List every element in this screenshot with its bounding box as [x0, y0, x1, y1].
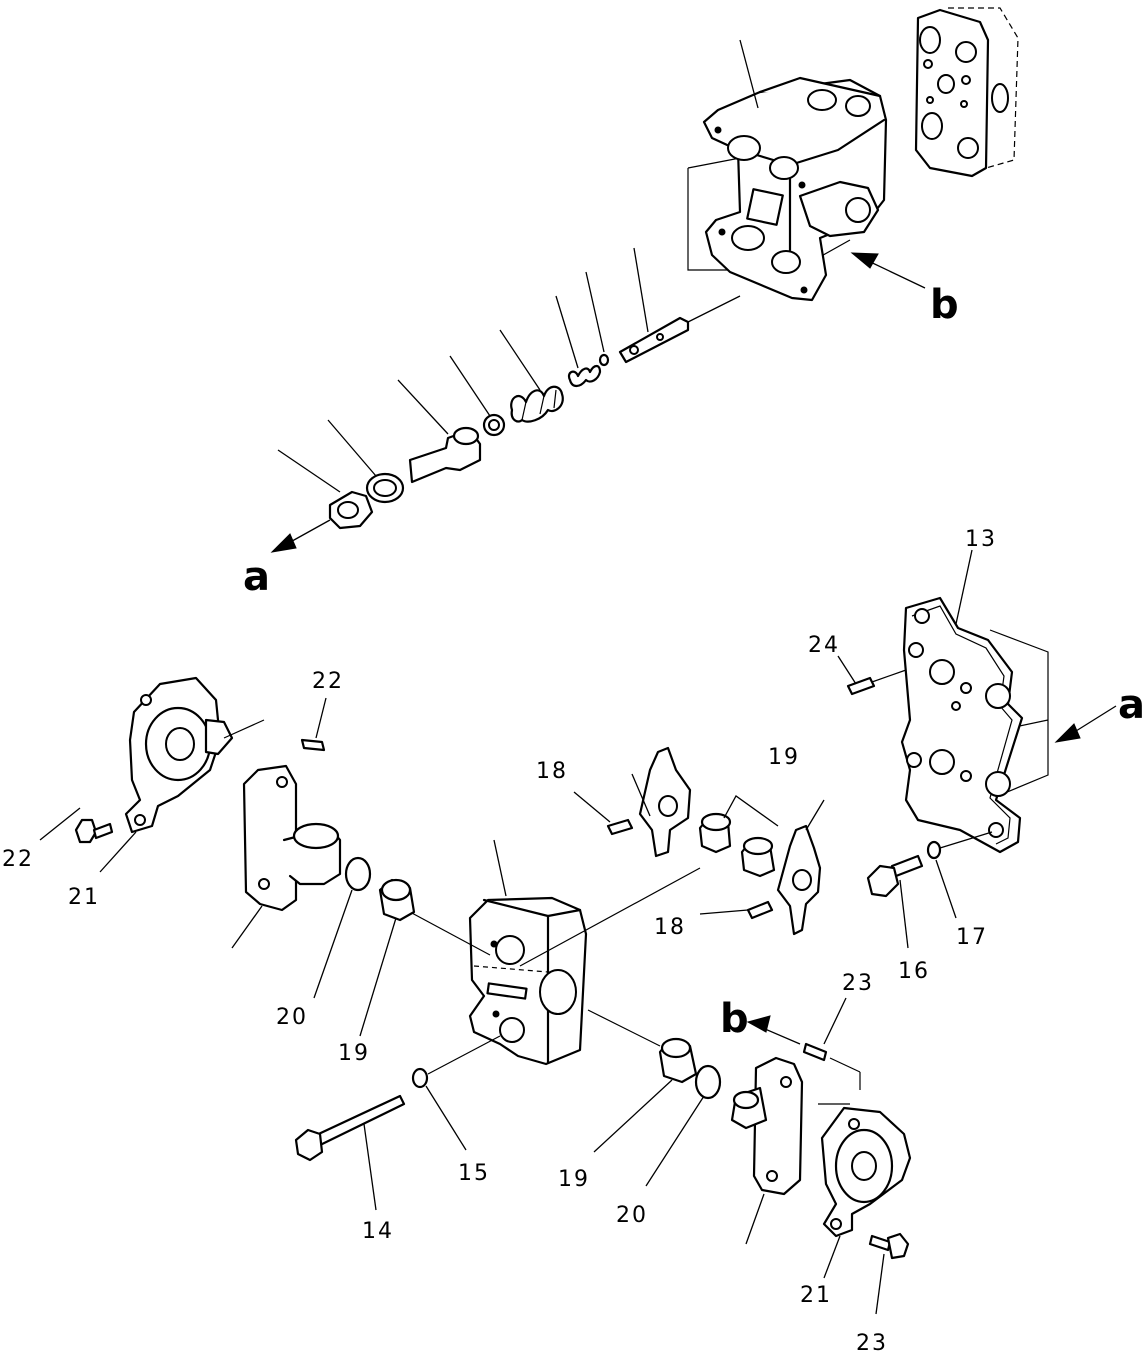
pin-23-left: 22: [300, 669, 344, 752]
pin-18-upper: 18: [536, 759, 634, 836]
callout-21-left: 21: [68, 885, 100, 910]
reference-label-a-right: a: [1118, 682, 1143, 728]
o-ring-20-left: 20: [276, 856, 372, 1030]
bushing-pair-19: 19: [698, 745, 800, 878]
callout-23-left: 22: [312, 669, 344, 694]
reference-label-b-top: b: [930, 282, 959, 328]
o-ring-20-lower: 20: [616, 1064, 722, 1228]
callout-22-right: 23: [856, 1331, 888, 1356]
reference-label-a-left: a: [243, 554, 270, 600]
callout-19-left: 19: [338, 1041, 370, 1066]
valve-body: [687, 76, 888, 302]
pin-23-lower: 23: [802, 971, 874, 1090]
bushing-19-lower: 19: [558, 1037, 698, 1192]
callout-13: 13: [965, 527, 997, 552]
callout-20-lower: 20: [616, 1203, 648, 1228]
flange-21-left: [124, 676, 265, 834]
callout-23-lower: 23: [842, 971, 874, 996]
bolt-22-right: 23: [856, 1232, 910, 1356]
plate-13: 13: [900, 527, 1049, 854]
bolt-16: 16: [866, 854, 930, 984]
reference-arrow-b-top: b: [850, 252, 959, 328]
reference-label-b-bottom: b: [720, 996, 749, 1042]
flange-21-right: 21: [800, 1103, 912, 1308]
washer-15: 15: [411, 1067, 490, 1186]
callout-19-upper: 19: [768, 745, 800, 770]
callout-17: 17: [956, 925, 988, 950]
pump-body: [409, 839, 701, 1075]
shaft-arm-left: [231, 764, 342, 949]
callout-22-left: 22: [2, 847, 34, 872]
reference-arrow-b-bottom: b: [720, 996, 801, 1045]
bolt-14: 14: [294, 1094, 406, 1244]
reference-arrow-a-right: a: [1054, 682, 1143, 743]
pin-24: 24: [808, 633, 907, 696]
gear-upper-right: [776, 799, 825, 936]
callout-24: 24: [808, 633, 840, 658]
washer-17: 17: [926, 831, 993, 950]
valve-body-side-view: [914, 7, 1019, 178]
callout-20-left: 20: [276, 1005, 308, 1030]
gear-upper-left: [631, 746, 692, 858]
bushing-19-left: 19: [338, 878, 416, 1066]
spool-stack: [277, 247, 741, 530]
pin-18-lower: 18: [654, 900, 774, 940]
callout-19-lower: 19: [558, 1167, 590, 1192]
callout-15: 15: [458, 1161, 490, 1186]
callout-16: 16: [898, 959, 930, 984]
bolt-22-left: 22: [2, 807, 114, 872]
callout-21-right: 21: [800, 1283, 832, 1308]
callout-14: 14: [362, 1219, 394, 1244]
callout-18-lower: 18: [654, 915, 686, 940]
shaft-arm-right: [730, 1056, 804, 1245]
callout-18-upper: 18: [536, 759, 568, 784]
reference-arrow-a-left: a: [243, 519, 331, 600]
